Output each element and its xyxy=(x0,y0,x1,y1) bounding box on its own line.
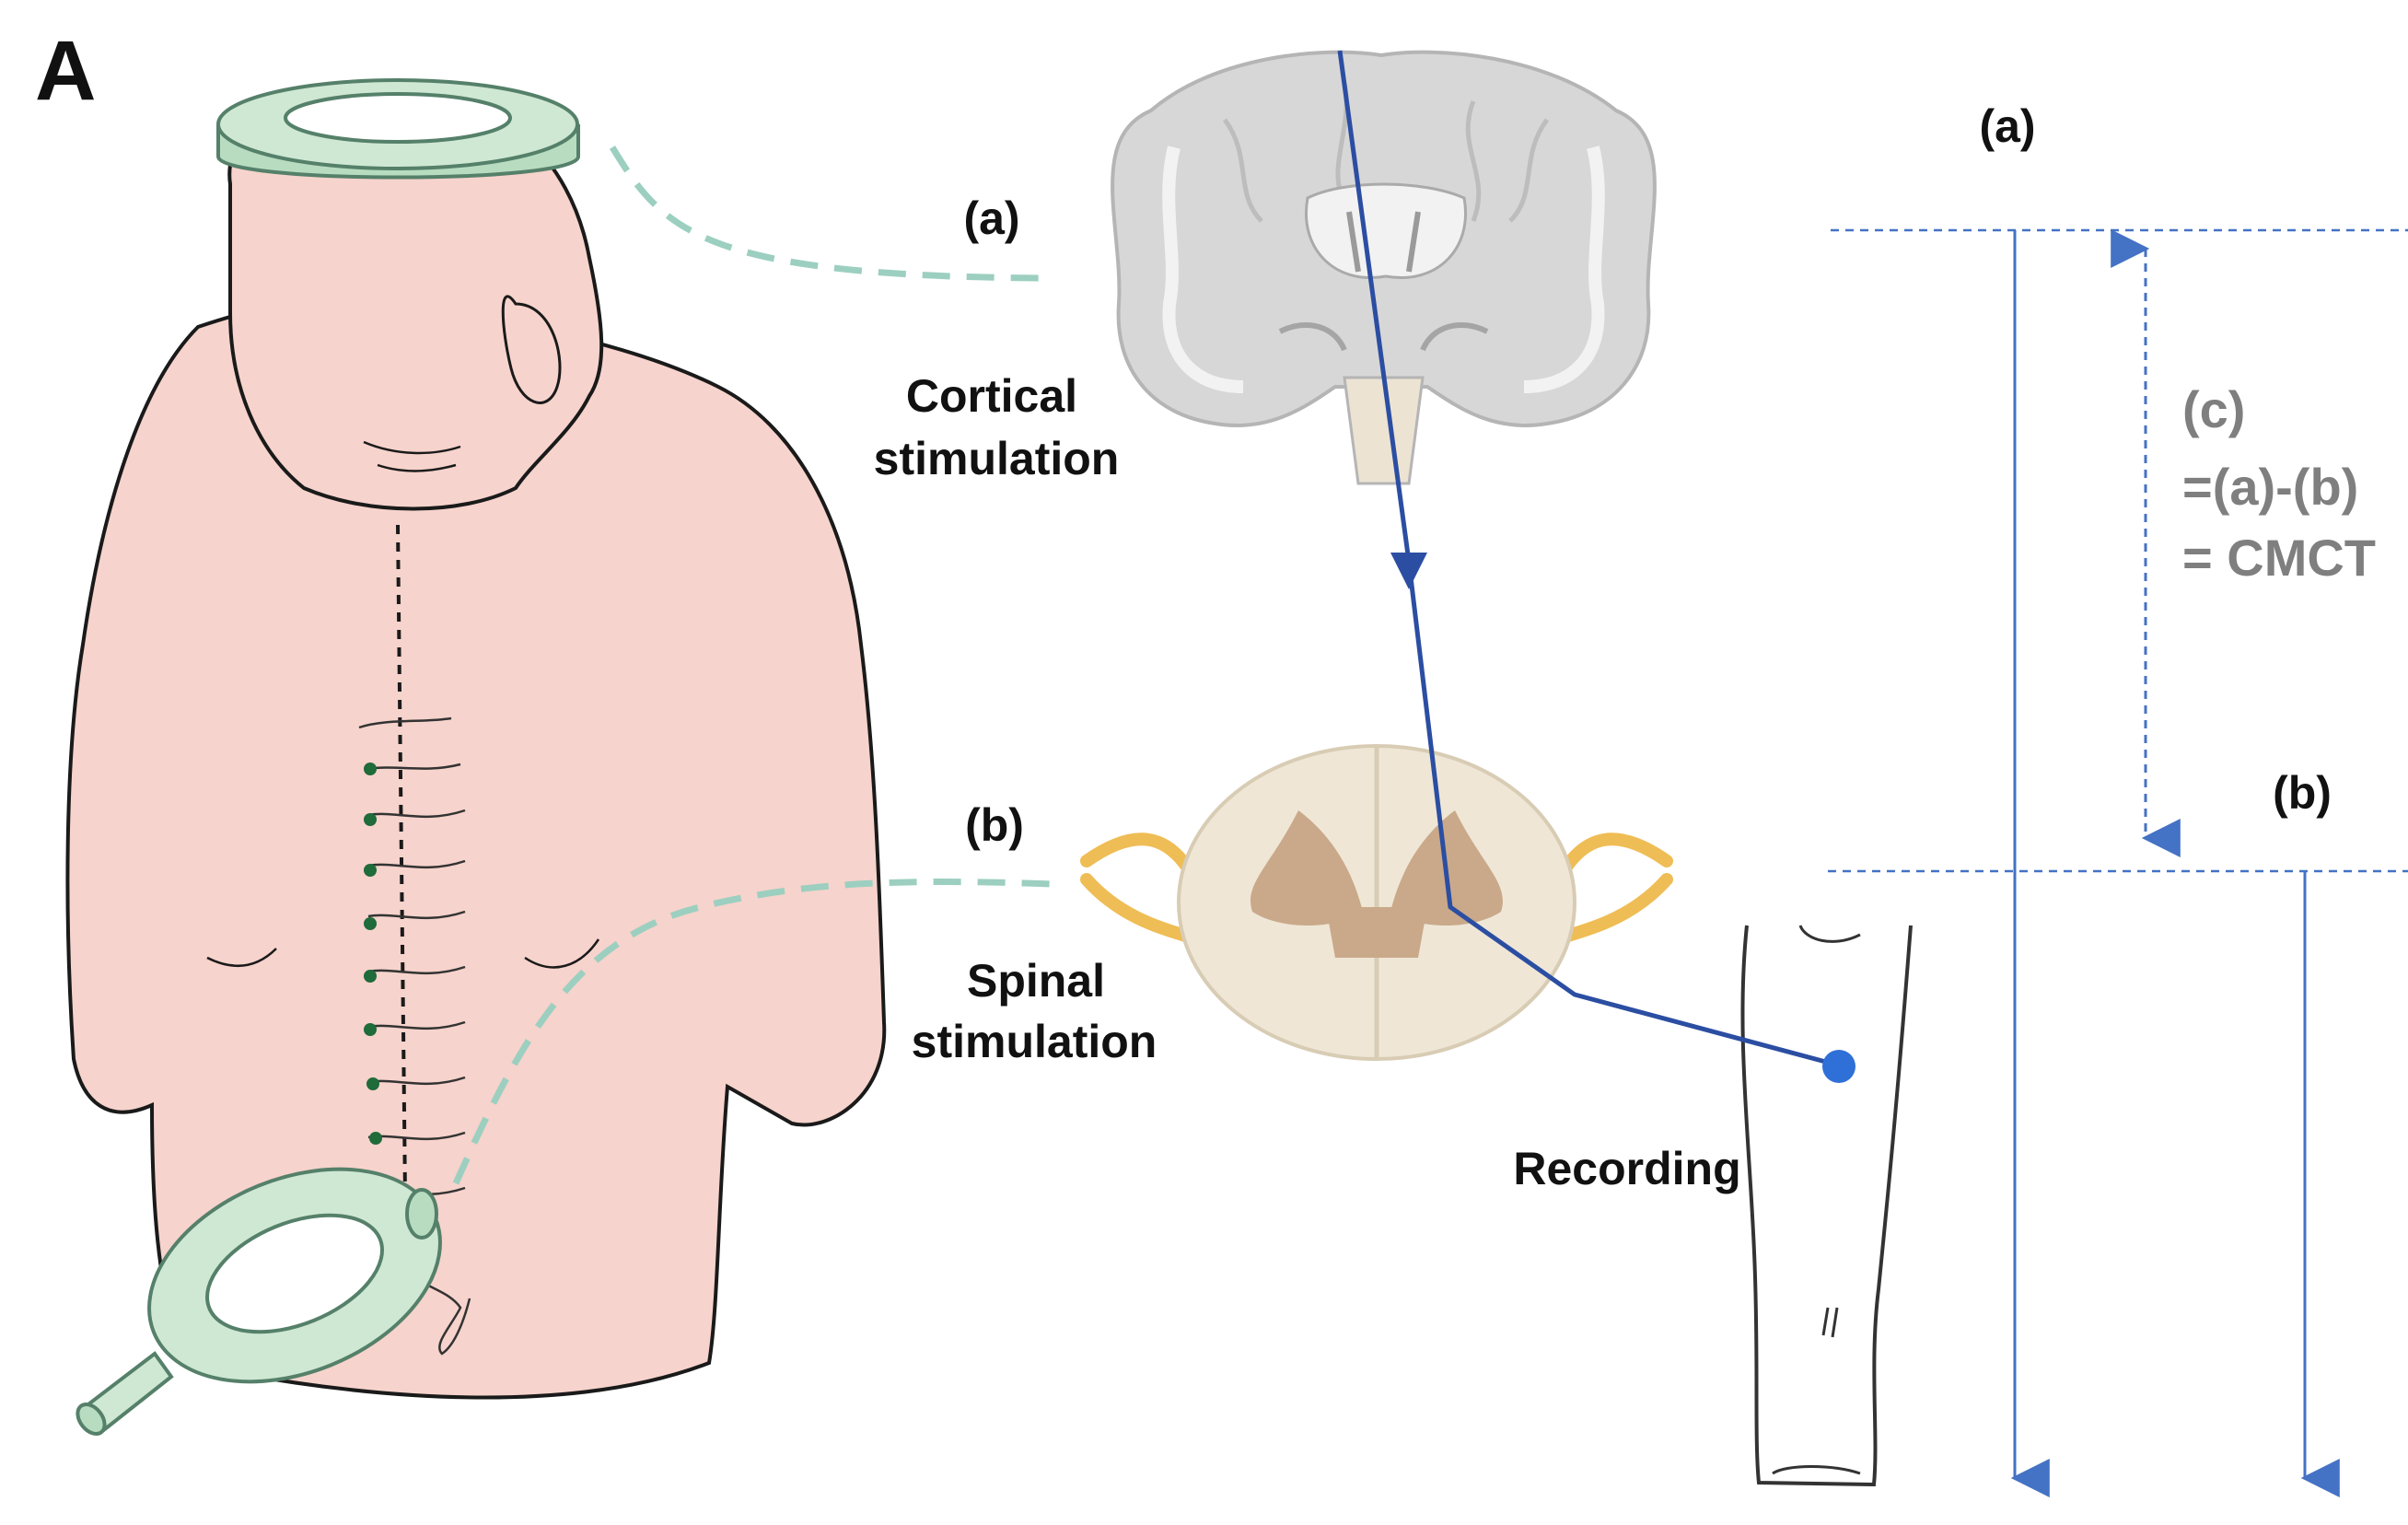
brain-coronal-section xyxy=(1112,52,1655,483)
cmct-label-line2: =(a)-(b) xyxy=(2182,458,2358,516)
panel-label: A xyxy=(35,24,96,118)
label-a-cortical: (a) xyxy=(963,192,1019,244)
spinal-cord-section xyxy=(1087,746,1667,1059)
cmct-label-line3: = CMCT xyxy=(2182,529,2376,587)
head-stimulation-coil xyxy=(218,80,578,178)
spinal-stimulation-line2: stimulation xyxy=(912,1016,1157,1067)
label-b-spinal: (b) xyxy=(965,799,1024,851)
cortical-stimulation-line1: Cortical xyxy=(906,370,1077,422)
timing-label-b: (b) xyxy=(2273,767,2332,819)
timing-label-a: (a) xyxy=(1979,100,2035,152)
spinal-stimulation-line1: Spinal xyxy=(967,955,1105,1007)
pathway-arrowhead xyxy=(1390,553,1427,589)
leg-illustration xyxy=(1742,925,1911,1484)
person-back-illustration xyxy=(67,87,884,1398)
timing-markers xyxy=(1828,230,2408,1478)
recording-electrode xyxy=(1822,1050,1855,1083)
cortical-stimulation-line2: stimulation xyxy=(874,433,1120,484)
cmct-label-line1: (c) xyxy=(2182,380,2245,438)
recording-label: Recording xyxy=(1513,1143,1740,1194)
